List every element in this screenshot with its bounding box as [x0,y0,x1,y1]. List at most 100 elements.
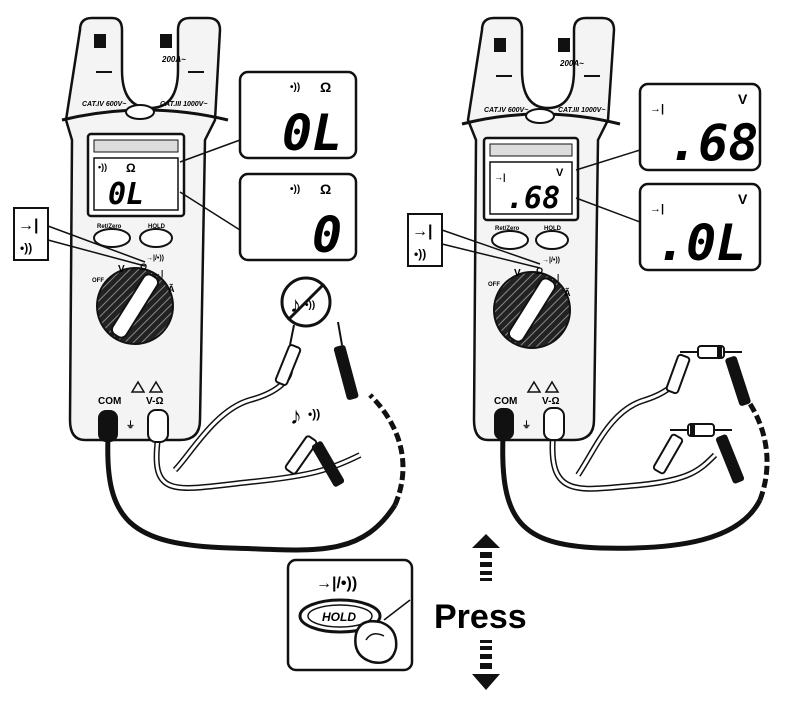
left-lcd-reading: 0L [108,177,144,212]
left-torch-lens [125,104,155,120]
svg-text:→|: →| [650,103,664,115]
left-probe-black-upper [333,321,359,400]
right-jaw-mark-right [558,38,570,52]
right-zero-button[interactable] [491,230,529,250]
svg-text:•)): •)) [20,241,32,255]
right-warning-icon [526,380,542,393]
left-mode-icon: →| •)) [13,207,49,261]
left-dial-off: OFF [92,278,104,284]
left-jaw-mark-right [160,34,172,48]
right-lcd-screen [489,161,573,215]
diode-lower [670,423,732,437]
right-probe-black-lower [715,434,745,484]
left-dial-diode-icon: →| [153,269,163,278]
left-meter: 200A~ CAT.IV 600V~ CAT.III 1000V~ •)) Ω … [13,16,406,553]
right-lcd-reading: .68 [506,181,560,216]
right-torch-lens [525,108,555,124]
left-probe-red-lower [284,435,318,475]
left-probe-black-lower [311,441,345,487]
right-callout-top-reading: .68 [668,114,758,172]
right-dial-v: V [514,268,521,279]
right-lcd-unit: V [556,167,564,179]
no-sound-icon: ♪ •)) [280,276,332,328]
right-com-label: COM [494,396,517,407]
right-callout-bottom-unit: V [738,191,748,207]
svg-text:•)): •)) [414,247,426,261]
right-hold-button[interactable] [535,230,569,250]
right-warning-icon-2 [544,380,560,393]
right-vohm-jack[interactable] [543,407,565,441]
left-probe-red-upper [274,324,302,386]
right-com-jack[interactable] [494,408,514,440]
right-rotary-dial[interactable] [493,271,571,349]
left-lcd-screen [93,157,179,211]
left-ground-icon: ⏚ [126,420,135,430]
left-com-jack[interactable] [98,410,118,442]
left-callout-bottom-reading: 0 [312,206,342,264]
left-meter-body [64,16,222,442]
right-dial-off: OFF [488,282,500,288]
left-jaw-rating: 200A~ [161,55,186,64]
left-hold-button[interactable] [139,228,173,248]
left-warning-icon-2 [148,380,164,393]
right-meter: 200A~ CAT.IV 600V~ CAT.III 1000V~ →| V .… [407,16,770,551]
svg-text:→|: →| [650,203,664,215]
right-vohm-label: V-Ω [542,396,559,407]
svg-text:•)): •)) [308,407,320,421]
left-vohm-jack[interactable] [147,409,169,443]
left-cat-right: CAT.III 1000V~ [160,101,207,108]
left-vohm-label: V-Ω [146,396,163,407]
right-dial-diode-icon: →| [549,273,559,282]
right-jaw-rating: 200A~ [559,59,584,68]
left-hold-button-label: HOLD [148,224,166,230]
right-dial-amp-icon: Ã [564,288,571,298]
diode-upper [680,345,742,359]
left-callout-top-unit: Ω [320,79,331,95]
right-callout-bottom-reading: .0L [656,214,746,272]
left-black-lead [105,393,406,553]
left-zero-button[interactable] [93,228,131,248]
right-hold-button-label: HOLD [544,226,562,232]
left-jaw-mark-left [94,34,106,48]
left-callout-top: •)) Ω 0L [238,70,358,162]
svg-text:•)): •)) [305,300,315,311]
press-arrow [472,534,500,690]
right-hold-button-sub: →|/•)) [542,257,560,264]
left-lcd-unit: Ω [126,161,136,175]
right-zero-button-label: Ret/Zero [495,226,520,232]
hold-inset-button-label: HOLD [322,610,356,624]
right-meter-body [466,16,616,442]
left-hold-button-sub: →|/•)) [146,255,164,262]
svg-text:•)): •)) [290,184,300,195]
left-callout-top-reading: 0L [282,104,342,162]
svg-text:♪: ♪ [290,292,301,317]
left-zero-button-label: Ret/Zero [97,224,122,230]
left-dial-v: V [118,264,125,275]
right-cat-right: CAT.III 1000V~ [558,107,605,114]
left-dial-amp-icon: Ã [168,284,175,294]
svg-text:♪: ♪ [290,403,302,430]
svg-text:→|: →| [412,223,432,240]
right-callout-top: →| V .68 [638,82,762,172]
left-com-label: COM [98,396,121,407]
svg-text:•)): •)) [290,82,300,93]
hold-inset-symbol: →|/•)) [316,575,357,592]
right-ground-icon: ⏚ [522,420,531,430]
left-lcd-sound-icon: •)) [98,162,107,172]
right-dial-ohm: Ω [536,266,543,276]
right-lcd-diode-icon: →| [494,172,506,182]
left-rotary-dial[interactable] [96,267,174,345]
right-mode-icon: →| •)) [407,213,443,267]
right-callout-top-unit: V [738,91,748,107]
right-callout-bottom: →| V .0L [638,182,762,272]
right-probe-red-lower [652,433,684,475]
right-probe-red-upper [665,353,691,395]
right-probe-black-upper [725,356,751,406]
left-callout-bottom: •)) Ω 0 [238,172,358,264]
left-warning-icon [130,380,146,393]
left-dial-ohm: Ω [140,262,147,272]
svg-text:→|: →| [18,217,38,234]
right-cat-left: CAT.IV 600V~ [484,107,528,114]
right-jaw-mark-left [494,38,506,52]
